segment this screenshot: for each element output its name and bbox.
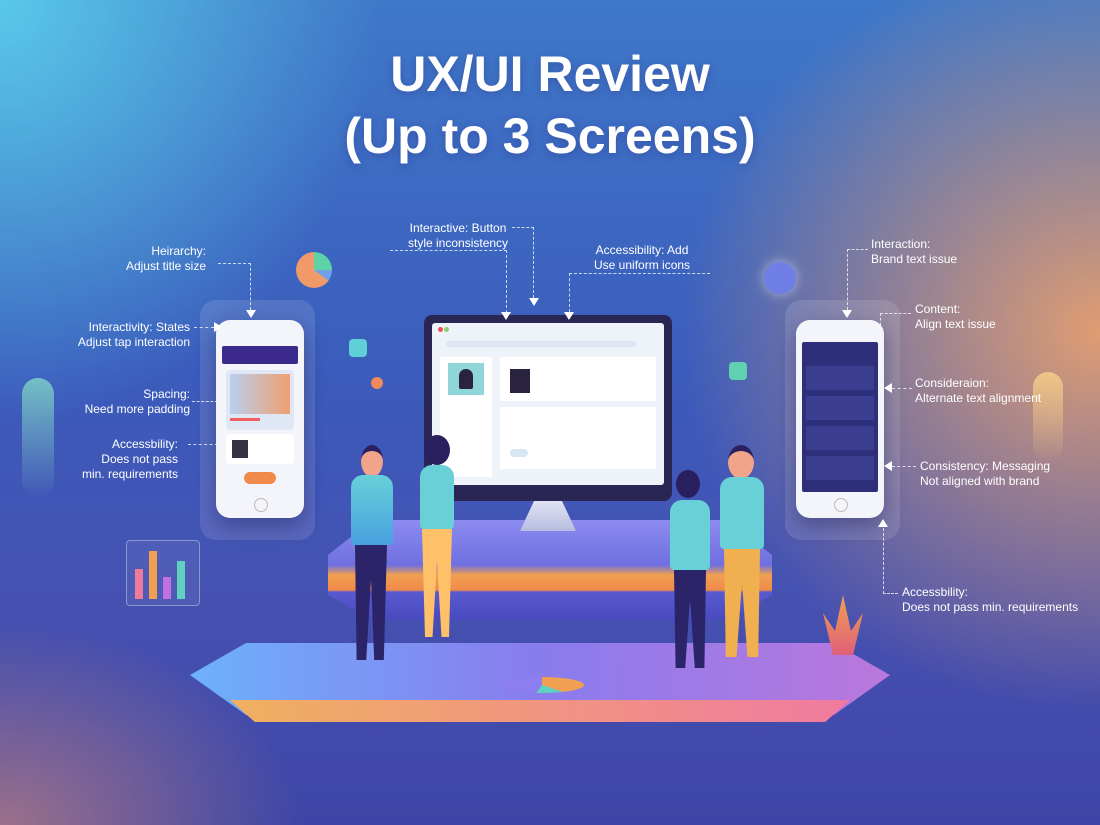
monitor (424, 315, 672, 501)
arrow-right-icon (214, 322, 222, 332)
annotation-accessibility-right: Accessbility:Does not pass min. requirem… (902, 585, 1079, 614)
person-center-right (664, 470, 714, 670)
arrow-down-icon (501, 312, 511, 320)
arrow-down-icon (246, 310, 256, 318)
annotation-spacing: Spacing:Need more padding (84, 387, 190, 416)
monitor-stand (520, 501, 576, 531)
orange-button (244, 472, 276, 484)
message-card (500, 357, 656, 401)
pie-chart-icon (296, 252, 332, 288)
orange-orb (371, 377, 383, 389)
profile-card (226, 434, 294, 464)
filter-icon (349, 339, 367, 357)
annotation-consideration: Consideraion:Alternate text alignment (915, 376, 1042, 405)
left-phone (216, 320, 304, 518)
home-button (254, 498, 268, 512)
pill-right (1033, 372, 1063, 462)
person-woman (412, 435, 462, 640)
title-line-1: UX/UI Review (390, 46, 710, 102)
image-card (226, 370, 294, 430)
person-left (345, 445, 395, 665)
annotation-hierarchy: Heirarchy:Adjust title size (125, 244, 206, 273)
annotation-interaction: Interaction:Brand text issue (871, 237, 958, 266)
donut-chart (500, 677, 584, 693)
address-bar (446, 341, 636, 347)
monitor-screen (432, 323, 664, 485)
pentagon-badge-icon (764, 262, 796, 294)
arrow-up-icon (878, 519, 888, 527)
contact-card (500, 407, 656, 469)
arrow-left-icon (884, 461, 892, 471)
phone-header-bar (222, 346, 298, 364)
arrow-down-icon (564, 312, 574, 320)
tag-icon (729, 362, 747, 380)
arrow-left-icon (884, 383, 892, 393)
bar-chart-card (126, 540, 200, 606)
right-phone (796, 320, 884, 518)
arrow-down-icon (529, 298, 539, 306)
sidebar-profile-card (440, 357, 492, 477)
annotation-content: Content:Align text issue (915, 302, 996, 331)
dark-list-screen (802, 342, 878, 492)
title-line-2: (Up to 3 Screens) (344, 108, 756, 164)
pill-left (22, 378, 54, 498)
arrow-down-icon (842, 310, 852, 318)
base-platform-edge (230, 700, 850, 722)
person-right (714, 445, 768, 660)
home-button (834, 498, 848, 512)
